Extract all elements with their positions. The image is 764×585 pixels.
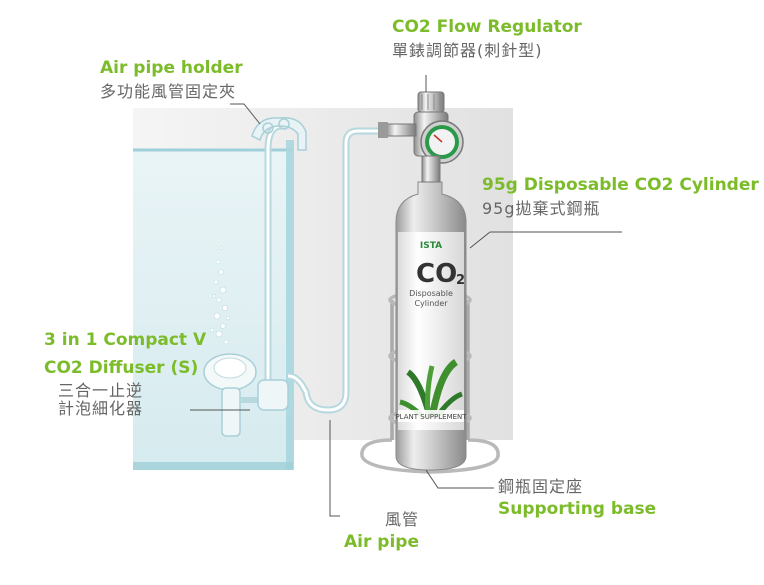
label-base-zh: 鋼瓶固定座 [498, 477, 584, 496]
label-supporting-base: 鋼瓶固定座 Supporting base [498, 477, 657, 520]
label-diffuser-en-line1: 3 in 1 Compact V [44, 330, 207, 350]
air-pipe-holder-clip [251, 117, 307, 151]
cylinder-co2-text: CO [416, 259, 457, 289]
label-air-pipe-holder: Air pipe holder 多功能風管固定夾 [100, 58, 243, 101]
label-regulator-en: CO2 Flow Regulator [392, 17, 582, 37]
leader-lines [190, 75, 622, 517]
cylinder-label-line2: Cylinder [414, 299, 448, 308]
cylinder-supplement-text: PLANT SUPPLEMENT [395, 413, 467, 421]
label-diffuser-zh-line1: 三合一止逆 [58, 381, 144, 401]
label-pipe-en: Air pipe [344, 532, 419, 553]
label-co2-diffuser: 3 in 1 Compact V CO2 Diffuser (S) 三合一止逆 … [44, 330, 207, 419]
bubble-stream [209, 246, 231, 345]
label-co2-flow-regulator: CO2 Flow Regulator 單錶調節器(刺針型) [392, 17, 582, 60]
co2-diffuser [203, 353, 289, 437]
label-co2-cylinder: 95g Disposable CO2 Cylinder 95g拋棄式鋼瓶 [482, 175, 759, 218]
label-holder-en: Air pipe holder [100, 58, 243, 78]
co2-flow-regulator [378, 91, 464, 183]
label-cylinder-en: 95g Disposable CO2 Cylinder [482, 175, 759, 195]
co2-cylinder: ISTA CO 2 Disposable Cylinder PLANT SUPP… [395, 181, 467, 471]
label-diffuser-en-line2: CO2 Diffuser (S) [44, 357, 199, 378]
cylinder-brand-text: ISTA [420, 241, 442, 251]
label-regulator-zh: 單錶調節器(刺針型) [392, 40, 543, 60]
label-air-pipe: 風管 Air pipe [344, 510, 419, 553]
label-cylinder-zh: 95g拋棄式鋼瓶 [482, 198, 601, 218]
label-pipe-zh: 風管 [384, 510, 419, 529]
cylinder-label-line1: Disposable [409, 289, 453, 298]
label-holder-zh: 多功能風管固定夾 [100, 81, 237, 101]
cylinder-co2-subscript: 2 [456, 273, 465, 288]
label-diffuser-zh-line2: 計泡細化器 [58, 399, 144, 419]
label-base-en: Supporting base [498, 499, 657, 520]
